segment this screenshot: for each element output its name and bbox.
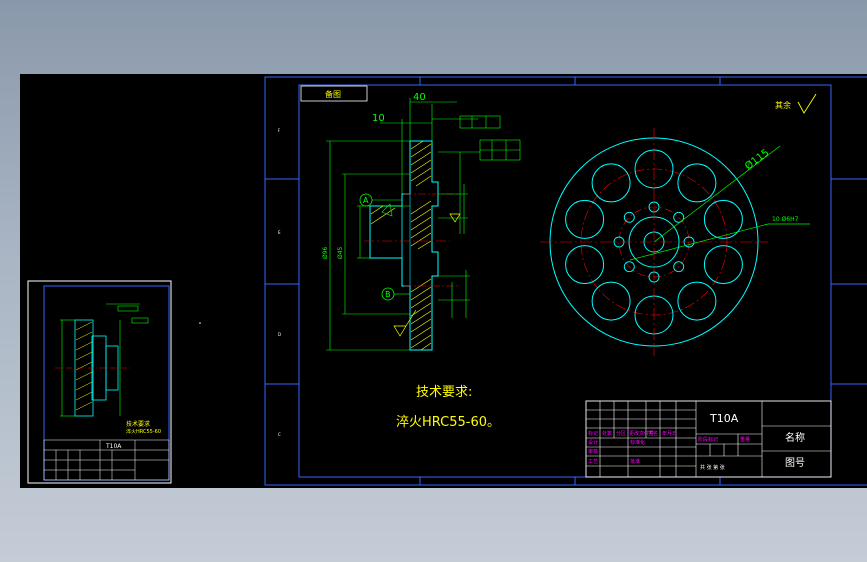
dim-40: 40 xyxy=(413,92,426,103)
large-hole xyxy=(677,163,717,203)
thumbnail-sheet[interactable]: 技术要求 淬火HRC55-60 T10A xyxy=(27,280,172,484)
section-dimensions xyxy=(326,98,521,351)
large-hole xyxy=(677,281,717,321)
row-label-2: 分区 xyxy=(616,430,626,437)
small-hole xyxy=(673,261,685,273)
sheet-inner-frame xyxy=(298,84,832,478)
section-view xyxy=(364,140,460,351)
tech-title: 技术要求: xyxy=(416,385,472,400)
design-label-0: 设计 xyxy=(588,439,598,446)
dim-10: 10 xyxy=(372,113,385,124)
row-label-3: 更改文件号 xyxy=(629,430,654,437)
section-roughness-mark-2 xyxy=(449,213,461,223)
section-roughness-mark xyxy=(393,309,417,337)
large-hole xyxy=(565,199,605,239)
design-label-2: 审核 xyxy=(588,448,598,455)
large-hole xyxy=(703,245,743,285)
title-block: T10A 名称 图号 标记 处数 分区 更改文件号 签名 年月日 设计 标准化 … xyxy=(585,400,832,478)
plan-leaders xyxy=(629,145,810,261)
thumbnail-note-title: 技术要求 xyxy=(126,420,150,428)
large-hole xyxy=(591,163,631,203)
thumbnail-material: T10A xyxy=(105,443,122,450)
svg-text:F: F xyxy=(278,128,281,133)
small-hole xyxy=(673,211,685,223)
row-label-1: 处数 xyxy=(602,430,612,437)
sheet-outer-border xyxy=(264,76,867,486)
small-hole xyxy=(623,261,635,273)
large-hole xyxy=(591,281,631,321)
large-hole xyxy=(703,199,743,239)
design-label-4: 批准 xyxy=(630,458,640,465)
roughness-symbol xyxy=(797,93,817,114)
corner-label: 备图 xyxy=(325,89,341,99)
datum-b: B xyxy=(381,287,410,301)
svg-text:C: C xyxy=(278,432,281,437)
drawing-svg: 技术要求 淬火HRC55-60 T10A F E D C xyxy=(27,76,867,486)
zone-letters: F E D C xyxy=(278,128,281,437)
svg-text:E: E xyxy=(278,230,281,235)
thumbnail-dimensions xyxy=(60,303,149,417)
row-label-5: 年月日 xyxy=(662,430,677,437)
row-label-4: 签名 xyxy=(648,430,658,437)
sheet-label: 共 张 第 张 xyxy=(700,464,725,471)
stray-point xyxy=(199,322,201,324)
thumbnail-outer-border xyxy=(27,280,172,484)
name-label: 名称 xyxy=(785,431,805,444)
dim-inner-diameter: Ø45 xyxy=(337,246,344,259)
thumbnail-inner-frame xyxy=(43,285,170,481)
corner-label-box xyxy=(300,85,368,102)
svg-text:B: B xyxy=(385,290,391,299)
stage-label: 阶段标记 xyxy=(698,436,718,443)
datum-a: A xyxy=(359,193,402,217)
dim-section-height: Ø96 xyxy=(322,246,329,259)
tech-note: 淬火HRC55-60。 xyxy=(396,415,500,430)
thumbnail-title-block xyxy=(43,439,170,481)
design-label-1: 标准化 xyxy=(630,439,645,446)
design-label-3: 工艺 xyxy=(588,459,598,465)
row-label-0: 标记 xyxy=(588,430,598,437)
plan-view xyxy=(540,128,768,356)
large-hole xyxy=(565,245,605,285)
thumbnail-hatch xyxy=(75,321,93,411)
svg-text:A: A xyxy=(363,196,369,205)
cad-canvas: 技术要求 淬火HRC55-60 T10A F E D C xyxy=(20,74,867,488)
weight-label: 重量 xyxy=(740,436,750,443)
drawing-no-label: 图号 xyxy=(785,457,805,469)
hole-callout: 10 Ø6H7 xyxy=(772,216,799,223)
svg-text:D: D xyxy=(278,332,281,337)
section-hatch xyxy=(370,140,432,351)
thumbnail-note-text: 淬火HRC55-60 xyxy=(126,428,161,435)
main-sheet[interactable]: F E D C 备图 其余 xyxy=(264,76,867,486)
small-hole xyxy=(623,211,635,223)
zone-marks xyxy=(265,77,867,485)
roughness-label: 其余 xyxy=(775,100,791,110)
dim-phi115: Ø115 xyxy=(743,147,772,173)
material-label: T10A xyxy=(709,412,739,425)
